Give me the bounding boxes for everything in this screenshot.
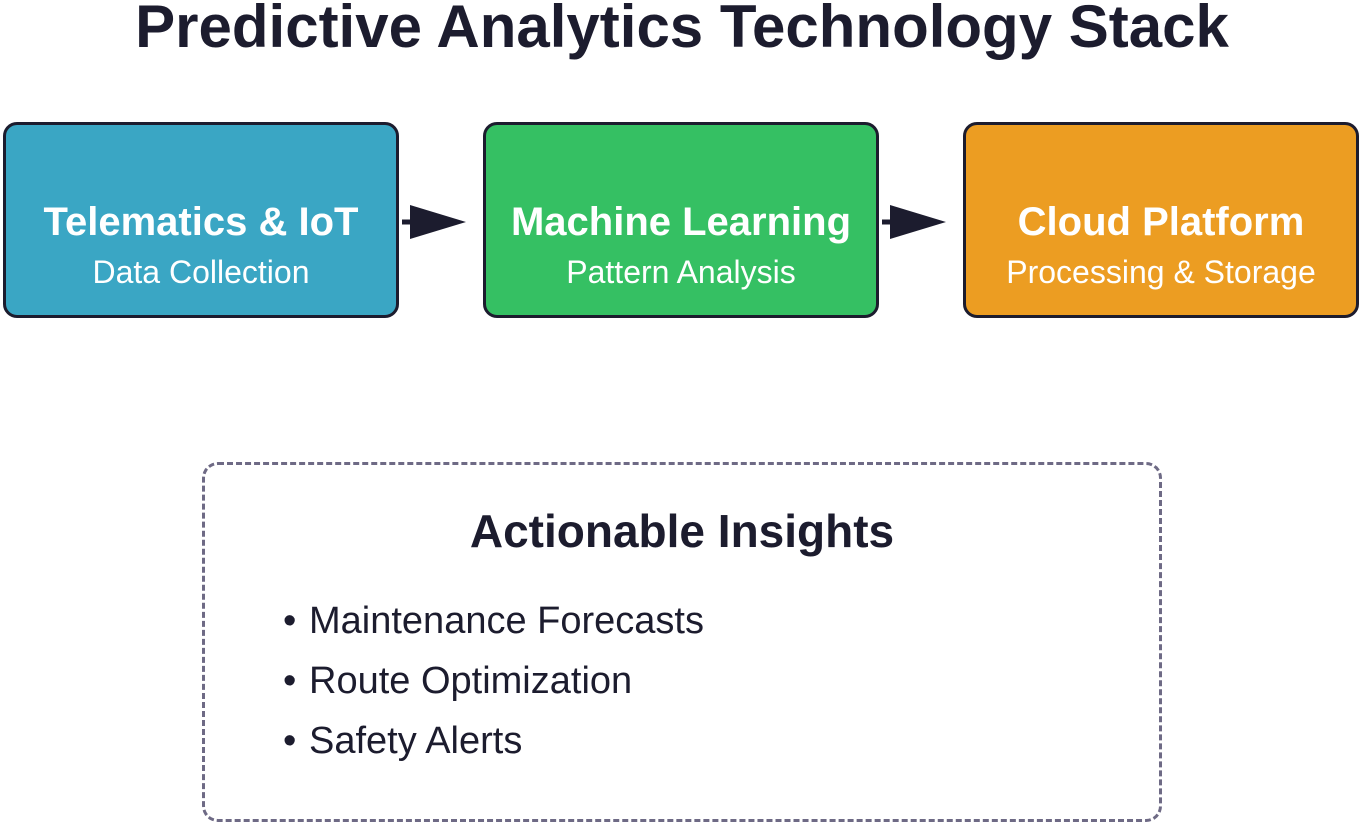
bullet: • bbox=[283, 660, 297, 702]
stage-machine-learning: Machine Learning Pattern Analysis bbox=[483, 122, 879, 318]
stage-name: Telematics & IoT bbox=[43, 200, 359, 244]
flow-arrow-icon bbox=[882, 205, 946, 239]
stage-telematics-iot: Telematics & IoT Data Collection bbox=[3, 122, 399, 318]
flow-arrow-icon bbox=[402, 205, 466, 239]
stage-description: Data Collection bbox=[92, 254, 310, 290]
bullet: • bbox=[283, 600, 297, 642]
stage-description: Pattern Analysis bbox=[566, 254, 796, 290]
stage-name: Cloud Platform bbox=[1017, 200, 1305, 244]
list-item: • Route Optimization bbox=[283, 651, 704, 711]
actionable-insights-panel: Actionable Insights • Maintenance Forecas… bbox=[202, 462, 1162, 822]
list-item-label: Route Optimization bbox=[309, 660, 633, 702]
insights-title: Actionable Insights bbox=[469, 505, 895, 557]
list-item-label: Maintenance Forecasts bbox=[309, 600, 704, 642]
stage-description: Processing & Storage bbox=[1006, 254, 1316, 290]
list-item-label: Safety Alerts bbox=[309, 720, 523, 762]
stage-cloud-platform: Cloud Platform Processing & Storage bbox=[963, 122, 1359, 318]
bullet: • bbox=[283, 720, 297, 762]
diagram-title: Predictive Analytics Technology Stack bbox=[135, 0, 1229, 60]
list-item: • Safety Alerts bbox=[283, 711, 704, 771]
insights-list: • Maintenance Forecasts • Route Optimizati… bbox=[283, 591, 704, 771]
stage-name: Machine Learning bbox=[510, 200, 852, 244]
list-item: • Maintenance Forecasts bbox=[283, 591, 704, 651]
